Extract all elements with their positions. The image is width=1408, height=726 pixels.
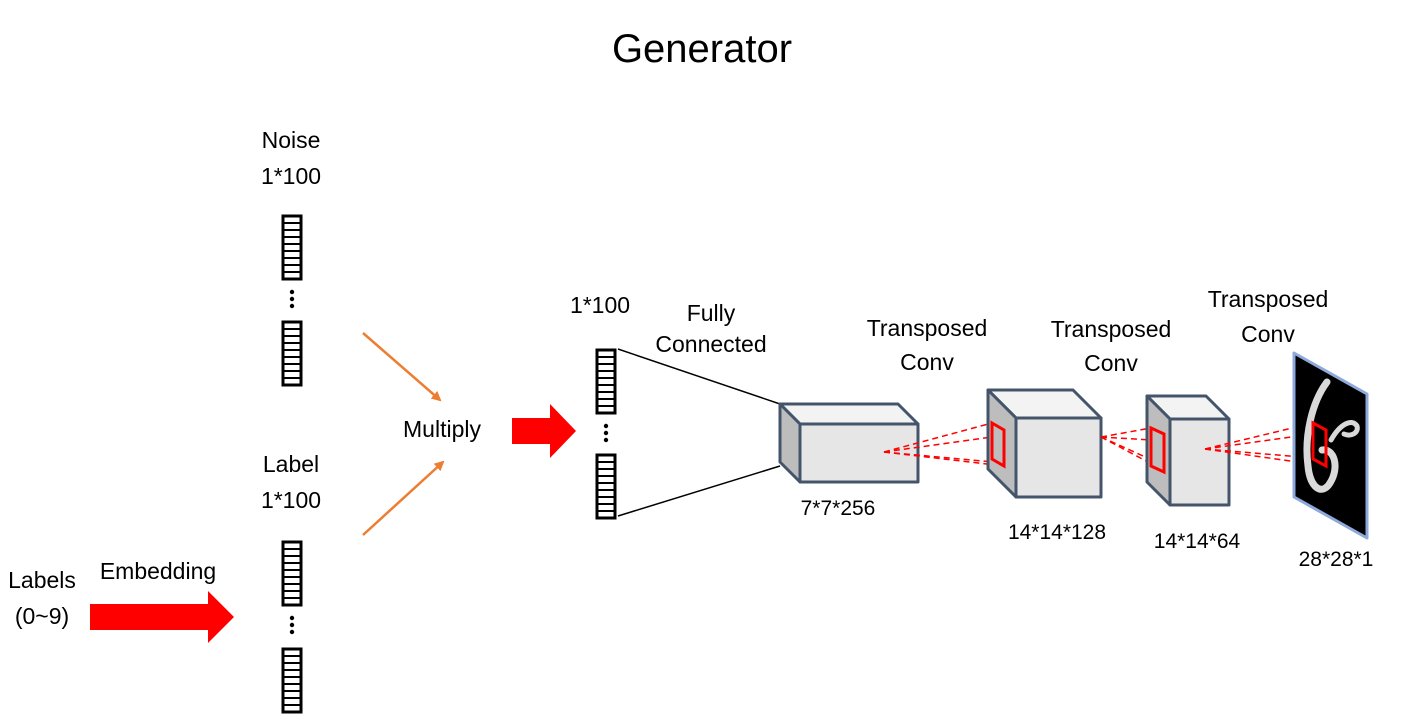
label-to-multiply-arrow (362, 460, 445, 536)
noise-to-multiply-arrow (362, 332, 442, 402)
stage-3-size: 14*14*64 (1154, 530, 1241, 553)
noise-label: Noise (262, 127, 321, 153)
stage-2-size: 14*14*128 (1008, 521, 1106, 544)
fully-connected-line-top (617, 348, 781, 405)
noise-size: 1*100 (261, 163, 321, 189)
output-image-28x28x1 (1292, 351, 1369, 540)
fully-connected-label-line2: Connected (655, 331, 766, 357)
stage-2-op-line2: Conv (1084, 350, 1138, 376)
labels-input-label: Labels (8, 567, 76, 593)
label-vector-label: Label (263, 451, 319, 477)
embedding-label: Embedding (100, 558, 216, 584)
embedding-arrow (90, 591, 234, 643)
multiply-label: Multiply (403, 416, 481, 442)
handwritten-digit-icon (1303, 378, 1360, 493)
stage-4-op-line2: Conv (1241, 321, 1295, 347)
merged-vector-top (595, 348, 617, 415)
conv-projection-2 (1100, 427, 1164, 471)
stage-1-op-line2: Conv (900, 349, 954, 375)
fully-connected-line-bottom (617, 465, 781, 517)
kernel-window-2 (1149, 425, 1166, 475)
label-vector-ellipsis-icon (289, 615, 295, 635)
feature-map-7x7x256 (778, 402, 920, 484)
stage-2-op-line1: Transposed (1051, 316, 1172, 342)
label-vector-size: 1*100 (261, 487, 321, 513)
kernel-window-1 (990, 420, 1006, 469)
noise-vector-bottom (281, 320, 303, 387)
stage-4-size: 28*28*1 (1299, 548, 1374, 571)
feature-map-14x14x128 (986, 388, 1103, 499)
merged-vector-bottom (595, 453, 617, 520)
fully-connected-label-line1: Fully (687, 300, 736, 326)
label-vector-top (281, 540, 303, 607)
multiply-arrow (512, 404, 576, 458)
stage-4-op-line1: Transposed (1208, 286, 1329, 312)
stage-1-size: 7*7*256 (801, 497, 876, 520)
stage-1-op-line1: Transposed (867, 315, 988, 341)
kernel-window-3 (1311, 420, 1328, 469)
merged-vector-size: 1*100 (570, 292, 630, 318)
merged-vector-ellipsis-icon (603, 423, 609, 443)
diagram-title: Generator (612, 27, 792, 71)
feature-map-14x14x64 (1145, 394, 1231, 507)
conv-projection-1 (883, 422, 1005, 467)
labels-input-range: (0~9) (15, 603, 69, 629)
noise-vector-top (281, 214, 303, 281)
label-vector-bottom (281, 647, 303, 714)
noise-vector-ellipsis-icon (289, 289, 295, 309)
